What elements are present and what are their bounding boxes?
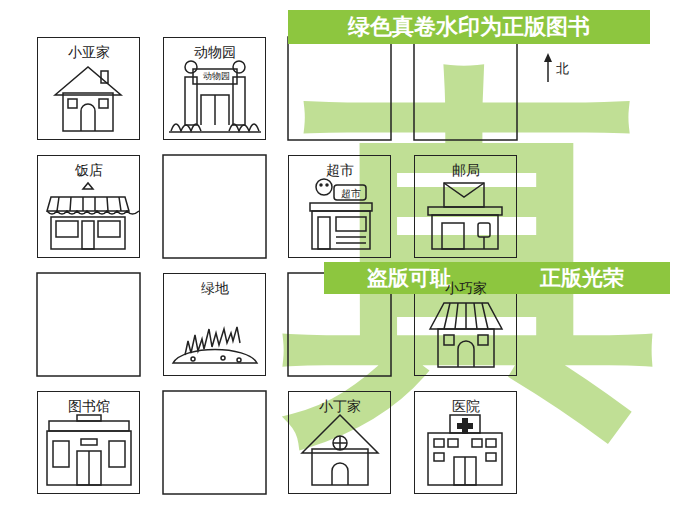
place-name: 小巧家: [415, 279, 516, 297]
place-name: 绿地: [164, 279, 265, 297]
library-icon: [47, 415, 131, 485]
place-name: 图书馆: [38, 397, 139, 415]
empty-box: [288, 37, 391, 140]
sign-text: 超市: [335, 189, 367, 199]
watermark-slogan: 正版光荣: [494, 262, 670, 294]
watermark-banner: 绿色真卷水印为正版图书: [288, 10, 650, 44]
north-label: 北: [556, 60, 569, 78]
empty-box: [37, 273, 140, 376]
place-name: 邮局: [415, 161, 516, 179]
empty-box: [163, 391, 266, 494]
empty-box: [163, 155, 266, 258]
place-name: 超市: [289, 161, 390, 179]
north-arrowhead: [544, 53, 552, 62]
empty-box: [288, 273, 391, 376]
map-place-box: 超市超市: [288, 155, 391, 258]
house-icon: [302, 415, 378, 485]
place-name: 医院: [415, 397, 516, 415]
sign-text: 动物园: [195, 72, 237, 81]
map-place-box: 小亚家: [37, 37, 140, 140]
place-name: 小丁家: [289, 397, 390, 415]
house-icon: [430, 303, 502, 367]
place-name: 动物园: [164, 43, 265, 61]
map-place-box: 小巧家: [414, 273, 517, 376]
place-name: 小亚家: [38, 43, 139, 61]
map-place-box: 小丁家: [288, 391, 391, 494]
map-place-box: 动物园动物园: [163, 37, 266, 140]
supermarket-icon: [310, 179, 372, 249]
zoo-icon: [169, 61, 261, 132]
post-office-icon: [428, 183, 502, 249]
restaurant-icon: [47, 183, 139, 249]
map-place-box: 饭店: [37, 155, 140, 258]
house-icon: [55, 67, 121, 131]
grass-icon: [173, 327, 257, 363]
hospital-icon: [428, 415, 502, 485]
empty-box: [414, 37, 517, 140]
map-place-box: 医院: [414, 391, 517, 494]
map-place-box: 图书馆: [37, 391, 140, 494]
map-place-box: 绿地: [163, 273, 266, 376]
north-arrow: [547, 60, 549, 82]
map-place-box: 邮局: [414, 155, 517, 258]
place-name: 饭店: [38, 161, 139, 179]
